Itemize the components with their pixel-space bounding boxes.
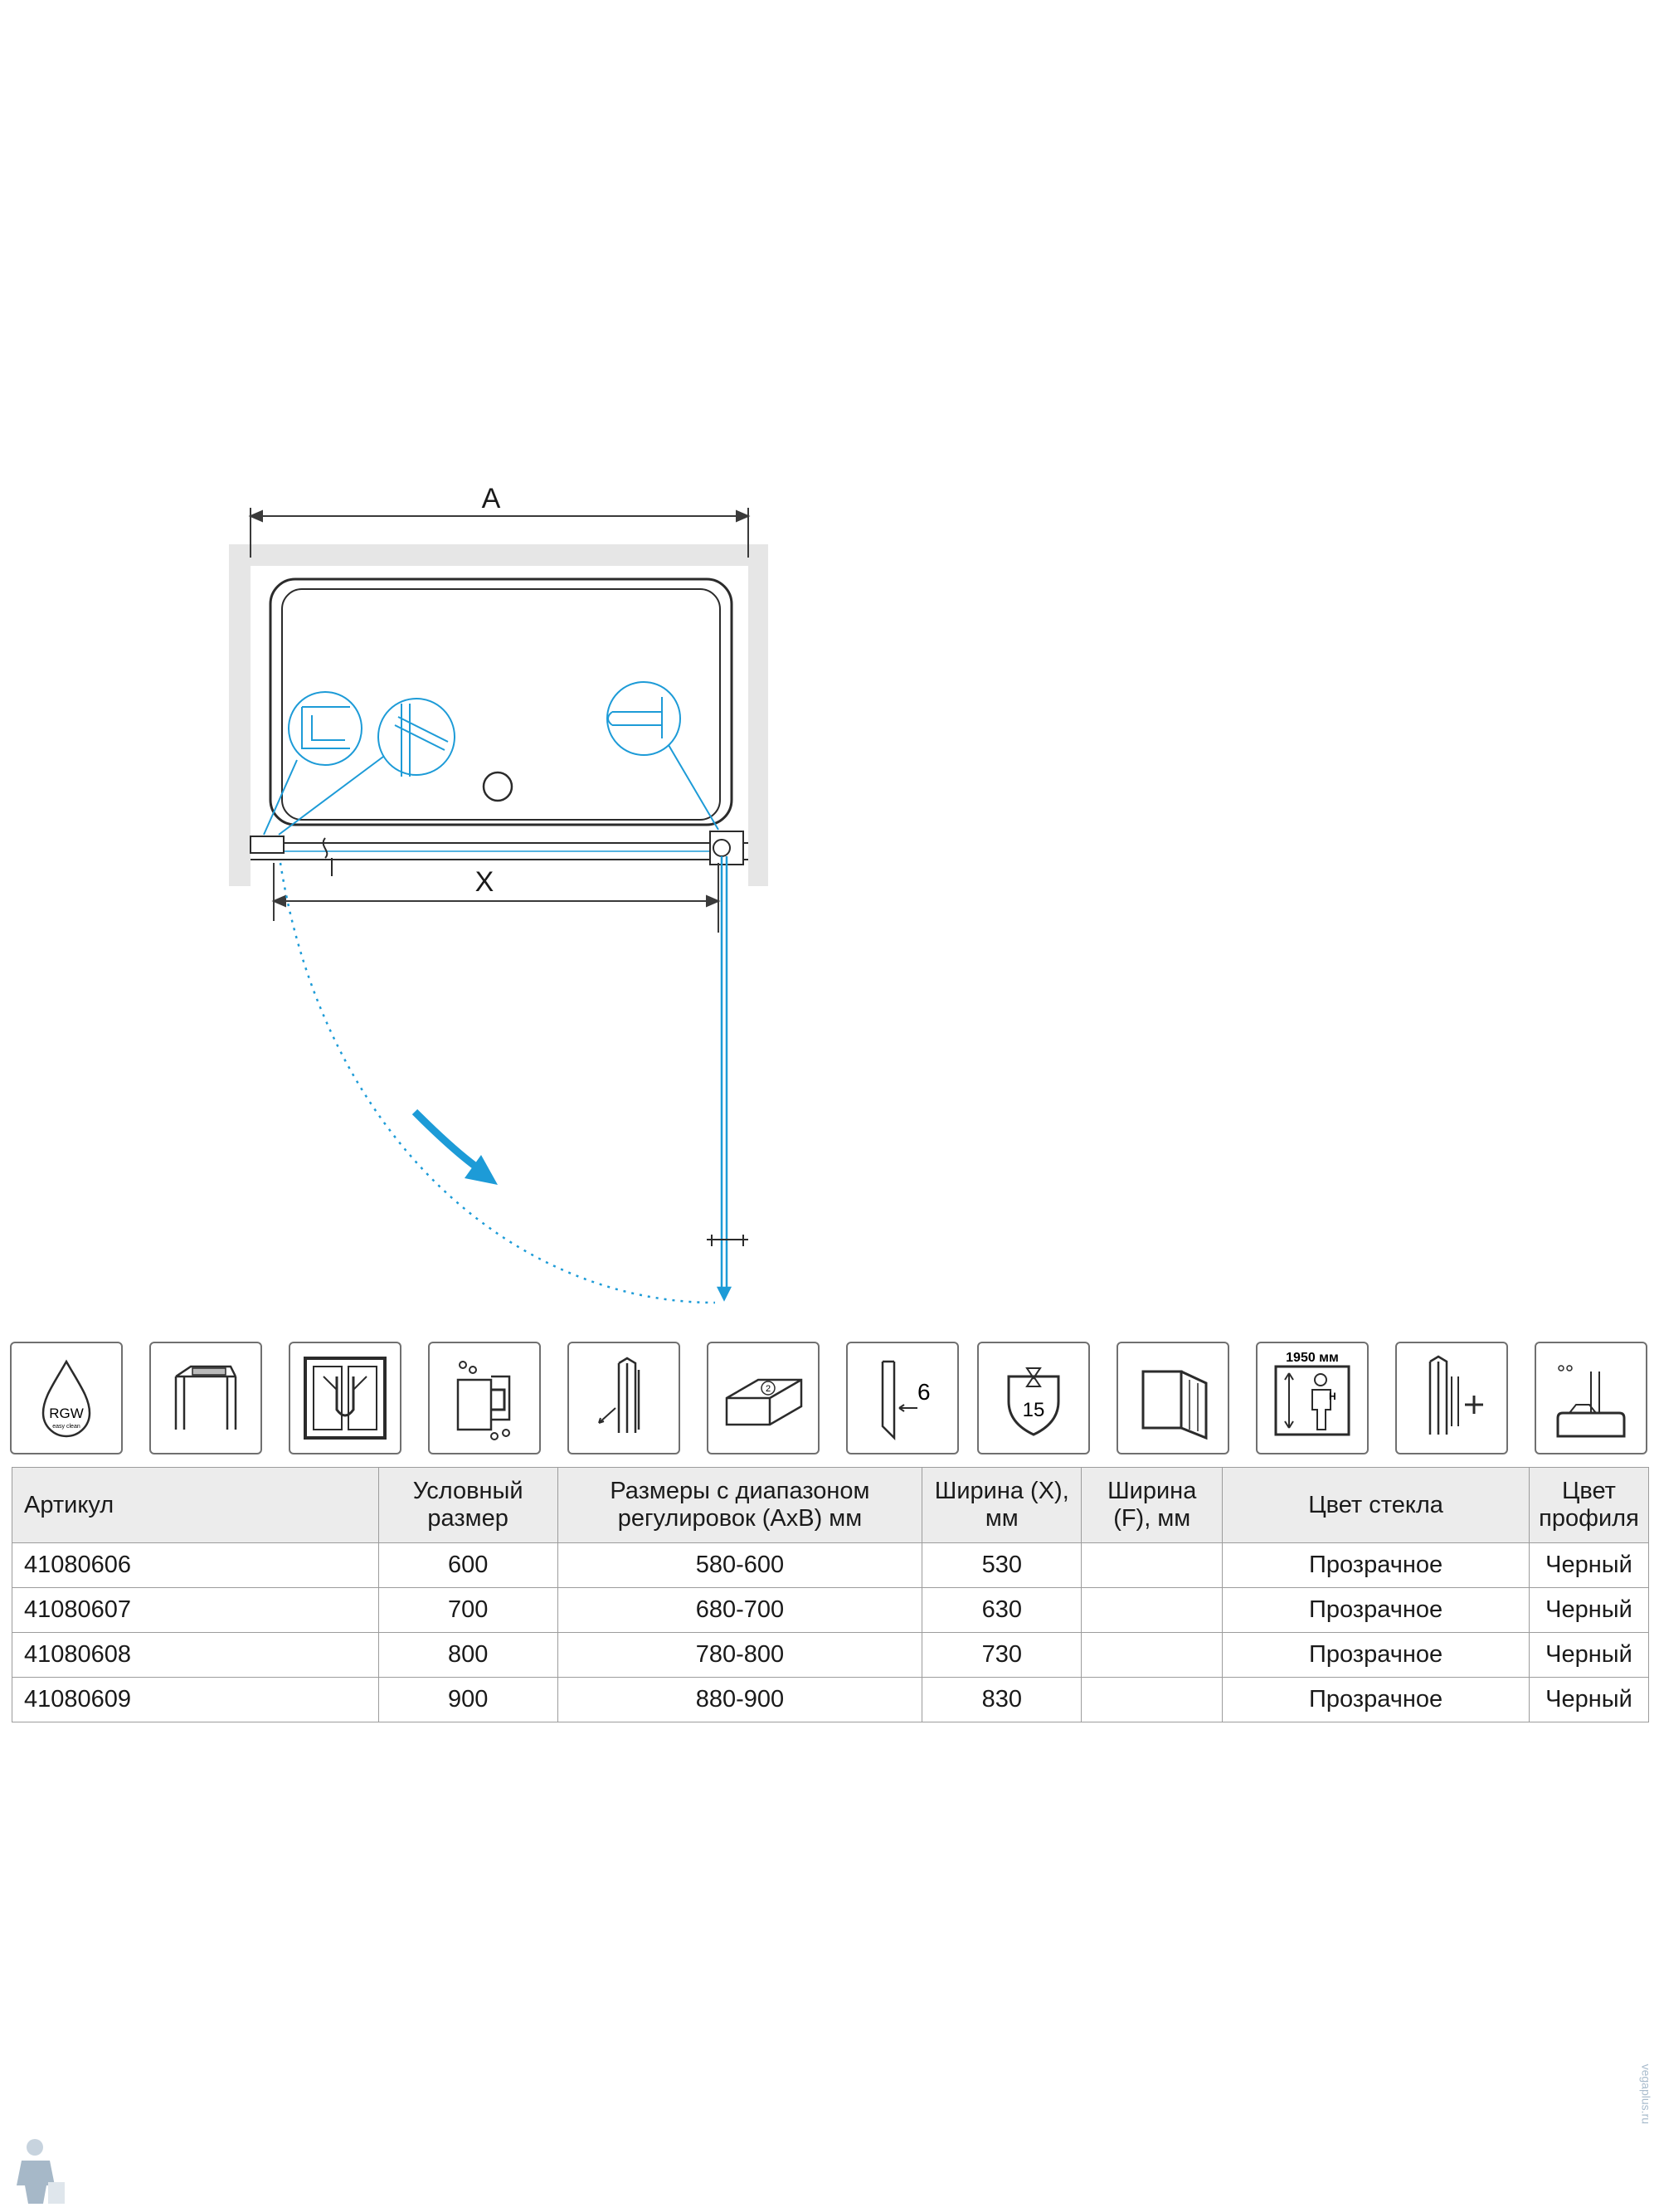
table-row: 41080606 600 580-600 530 Прозрачное Черн… [12, 1542, 1650, 1588]
width-x-cell: 630 [922, 1587, 1082, 1633]
wall-profile-icon [149, 1342, 262, 1454]
dimension-a-label: A [482, 483, 501, 514]
hinged-door-icon [1117, 1342, 1229, 1454]
col-article: Артикул [12, 1467, 379, 1543]
height-icon: 1950 мм H [1256, 1342, 1369, 1454]
drain [482, 771, 513, 802]
front-profile [250, 831, 748, 876]
glass-thickness-value: 6 [917, 1379, 931, 1405]
warranty-years: 15 [1023, 1399, 1045, 1421]
width-x-cell: 830 [922, 1677, 1082, 1722]
dimensions-range-cell: 680-700 [557, 1587, 923, 1633]
feature-icons: RGW easy clean [0, 1337, 1659, 1462]
specification-table: Артикул Условный размер Размеры с диапаз… [12, 1467, 1650, 1722]
shower-tray [269, 577, 733, 826]
nominal-size-cell: 600 [377, 1542, 558, 1588]
easy-clean-label: easy clean [52, 1424, 80, 1430]
swing-arrow-head [465, 1155, 498, 1185]
profile-color-cell: Черный [1528, 1587, 1650, 1633]
article-cell: 41080608 [12, 1632, 379, 1678]
table-row: 41080609 900 880-900 830 Прозрачное Черн… [12, 1677, 1650, 1722]
dimensions-range-cell: 580-600 [557, 1542, 923, 1588]
glass-color-cell: Прозрачное [1222, 1632, 1530, 1678]
col-dimensions-range: Размеры с диапазоном регулировок (АхВ) м… [557, 1467, 923, 1543]
article-cell: 41080609 [12, 1677, 379, 1722]
col-profile-color: Цвет профиля [1528, 1467, 1650, 1543]
dimensions-range-cell: 780-800 [557, 1632, 923, 1678]
table-header-row: Артикул Условный размер Размеры с диапаз… [12, 1467, 1650, 1543]
width-f-cell [1081, 1677, 1224, 1722]
mascot-logo-icon [17, 2139, 65, 2204]
dimension-x-label: X [475, 866, 494, 898]
glass-color-cell: Прозрачное [1222, 1542, 1530, 1588]
width-f-cell [1081, 1542, 1224, 1588]
col-glass-color: Цвет стекла [1222, 1467, 1530, 1543]
door-handle-icon [289, 1342, 401, 1454]
nominal-size-cell: 900 [377, 1677, 558, 1722]
water-seal-hinge-icon [428, 1342, 541, 1454]
extension-profile-icon [1395, 1342, 1508, 1454]
swing-arrow [411, 1108, 485, 1175]
glass-thickness-icon: 6 [846, 1342, 959, 1454]
width-f-cell [1081, 1632, 1224, 1678]
dimension-a [248, 508, 751, 558]
col-width-f: Ширина (F), мм [1081, 1467, 1224, 1543]
adjustable-profile-icon [567, 1342, 680, 1454]
col-width-x: Ширина (X), мм [922, 1467, 1082, 1543]
article-cell: 41080606 [12, 1542, 379, 1588]
detail-bubble-right [606, 681, 719, 831]
height-h-label: H [1329, 1391, 1336, 1402]
profile-color-cell: Черный [1528, 1542, 1650, 1588]
profile-color-cell: Черный [1528, 1677, 1650, 1722]
shower-tray-icon [1535, 1342, 1647, 1454]
table-row: 41080607 700 680-700 630 Прозрачное Черн… [12, 1587, 1650, 1633]
detail-bubble-middle [278, 698, 455, 836]
package-count: 2 [766, 1384, 771, 1394]
col-nominal-size: Условный размер [377, 1467, 558, 1543]
package-box-icon: 2 [707, 1342, 820, 1454]
warranty-shield-icon: 15 [977, 1342, 1090, 1454]
nominal-size-cell: 800 [377, 1632, 558, 1678]
height-value: 1950 мм [1286, 1351, 1339, 1365]
width-x-cell: 530 [922, 1542, 1082, 1588]
shower-tray-inner [281, 588, 721, 821]
dimension-x [271, 863, 721, 933]
glass-color-cell: Прозрачное [1222, 1587, 1530, 1633]
rgw-easy-clean-icon: RGW easy clean [10, 1342, 123, 1454]
detail-bubble-left [263, 691, 362, 836]
glass-color-cell: Прозрачное [1222, 1677, 1530, 1722]
profile-color-cell: Черный [1528, 1632, 1650, 1678]
door-swing-arc [279, 862, 716, 1304]
nominal-size-cell: 700 [377, 1587, 558, 1633]
width-x-cell: 730 [922, 1632, 1082, 1678]
width-f-cell [1081, 1587, 1224, 1633]
open-door-glass [707, 856, 748, 1302]
dimensions-range-cell: 880-900 [557, 1677, 923, 1722]
table-row: 41080608 800 780-800 730 Прозрачное Черн… [12, 1632, 1650, 1678]
article-cell: 41080607 [12, 1587, 379, 1633]
side-watermark: vegaplus.ru [1639, 2063, 1652, 2124]
rgw-label: RGW [49, 1406, 84, 1421]
technical-drawing: A X [229, 483, 768, 1304]
